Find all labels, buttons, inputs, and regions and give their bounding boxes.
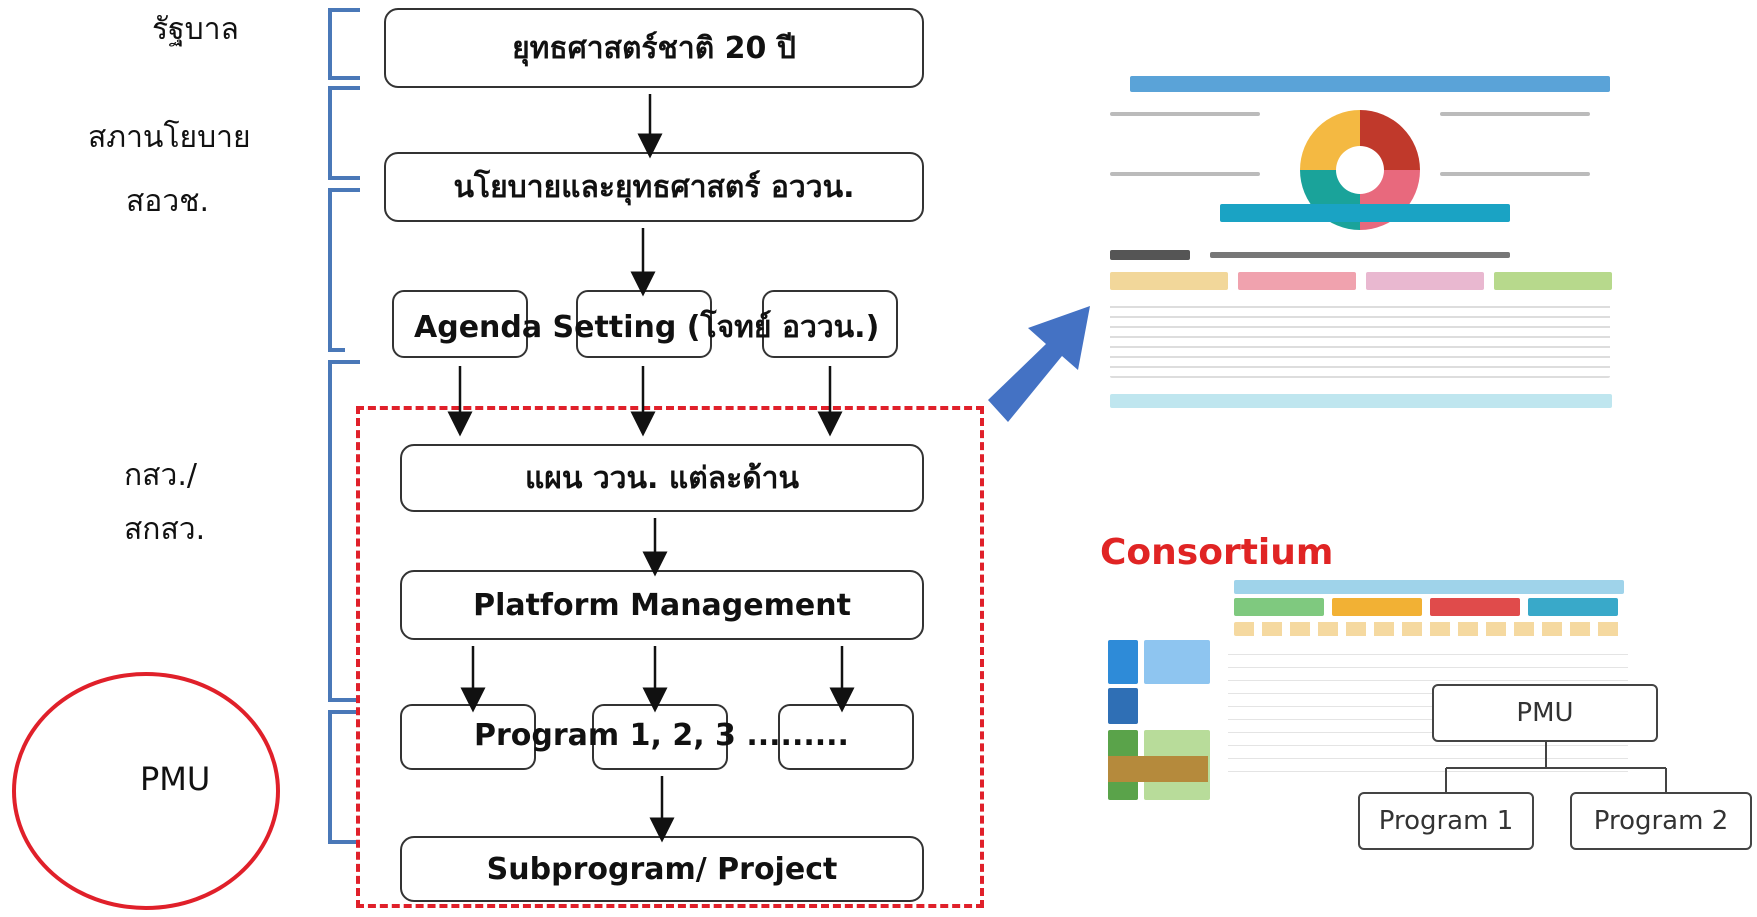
agenda-box-2	[576, 290, 712, 358]
bracket-pmu	[328, 710, 360, 844]
agenda-setting-text: Agenda Setting (โจทย์ อววน.)	[414, 310, 880, 345]
consortium-title: Consortium	[1100, 532, 1334, 573]
strategy-thumbnail	[1110, 72, 1630, 418]
label-ministry-1: กสว./	[124, 458, 197, 493]
agenda-box-1	[392, 290, 528, 358]
bracket-ministry	[328, 360, 360, 702]
strategy-box: ยุทธศาสตร์ชาติ 20 ปี	[384, 8, 924, 88]
program-box-1	[400, 704, 536, 770]
label-government: รัฐบาล	[152, 12, 239, 47]
label-policy-council: สภานโยบาย	[88, 120, 251, 155]
platform-box: Platform Management	[400, 570, 924, 640]
agenda-box-3	[762, 290, 898, 358]
pmu-label: PMU	[140, 760, 211, 798]
program-1-org-box: Program 1	[1358, 792, 1534, 850]
program-box-2	[592, 704, 728, 770]
consortium-thumbnail	[1108, 580, 1628, 800]
consortium-bottom-legend	[1108, 756, 1208, 782]
pmu-org-box: PMU	[1432, 684, 1658, 742]
plan-box: แผน ววน. แต่ละด้าน	[400, 444, 924, 512]
label-oawo: สอวช.	[126, 184, 210, 219]
big-blue-arrow-icon	[988, 306, 1090, 422]
label-ministry-2: สกสว.	[124, 512, 206, 547]
programs-text: Program 1, 2, 3 .........	[474, 718, 849, 753]
program-management-frame	[356, 406, 984, 908]
subprogram-box: Subprogram/ Project	[400, 836, 924, 902]
bracket-policy-council	[328, 86, 360, 180]
bracket-government	[328, 8, 360, 80]
policy-box: นโยบายและยุทธศาสตร์ อววน.	[384, 152, 924, 222]
pmu-circle	[12, 672, 280, 910]
program-2-org-box: Program 2	[1570, 792, 1752, 850]
bracket-oawo	[328, 188, 360, 352]
